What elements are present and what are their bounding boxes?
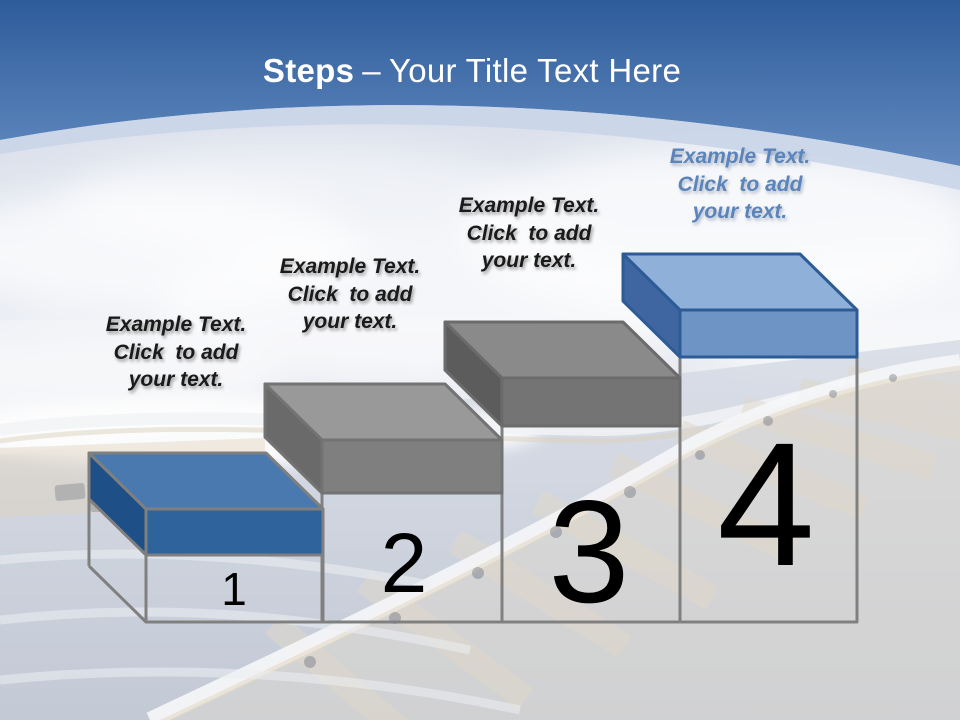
step1-text-line2: Click to add — [113, 340, 239, 364]
step4-text-line3: your text. — [692, 200, 788, 223]
step1-text-line3: your text. — [128, 368, 224, 391]
step4-number: 4 — [717, 407, 815, 603]
step3-slab — [443, 320, 682, 428]
step1-text-line1: Example Text. — [105, 313, 247, 336]
step1-slab — [87, 451, 325, 557]
step3-text-placeholder[interactable]: Example Text. Click to add your text. — [403, 192, 655, 275]
step3-text-line1: Example Text. — [458, 194, 600, 217]
step1-slab-front-face — [144, 507, 325, 557]
slide-title[interactable]: Steps–Your Title Text Here — [0, 52, 944, 90]
step3-text-line3: your text. — [481, 249, 577, 272]
step1-number: 1 — [221, 563, 247, 615]
step4-text-line2: Click to add — [677, 172, 803, 196]
step1-text-placeholder[interactable]: Example Text. Click to add your text. — [50, 311, 302, 394]
step4-slab — [621, 252, 859, 359]
near-rail — [146, 354, 960, 720]
step3-slab-front-face — [500, 376, 682, 428]
header-blue-area — [0, 0, 960, 166]
step3-text-line2: Click to add — [466, 221, 592, 245]
step2-slab-front-face — [320, 438, 504, 495]
rail-fasteners — [304, 374, 897, 668]
title-text: Your Title Text Here — [388, 52, 682, 89]
step2-text-placeholder[interactable]: Example Text. Click to add your text. — [224, 253, 476, 336]
title-emphasis: Steps — [262, 52, 355, 89]
step1-pedestal-bottom-edge — [87, 564, 148, 624]
step4-text-line1: Example Text. — [669, 145, 811, 168]
step2-text-line2: Click to add — [287, 282, 413, 306]
step2-number: 2 — [380, 516, 428, 610]
header-light-band — [0, 105, 960, 190]
title-separator: – — [362, 52, 381, 89]
step2-text-line3: your text. — [302, 310, 398, 333]
step4-text-placeholder[interactable]: Example Text. Click to add your text. — [614, 143, 866, 226]
step4-slab-front-face — [678, 308, 859, 359]
step3-number: 3 — [548, 470, 630, 633]
step2-slab — [263, 382, 504, 495]
ground-streaks — [0, 549, 521, 715]
step2-text-line1: Example Text. — [279, 255, 421, 278]
